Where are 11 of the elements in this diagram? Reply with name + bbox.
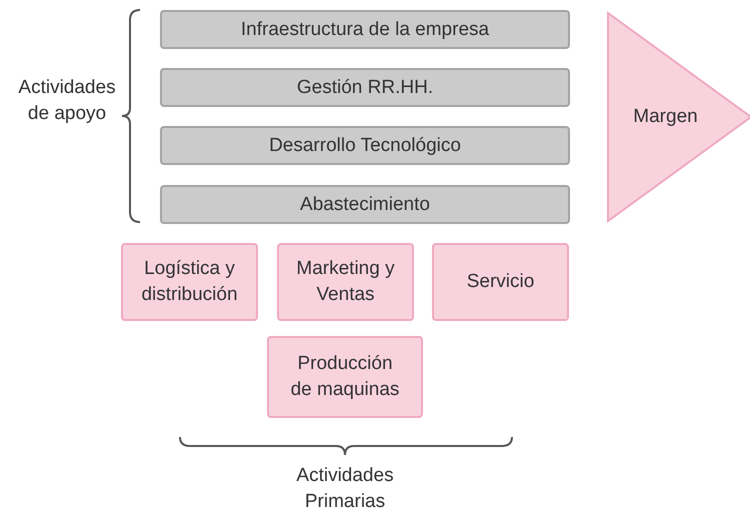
- primary-activity-box: Marketing y Ventas: [277, 243, 414, 321]
- support-activity-bar: Abastecimiento: [160, 185, 570, 224]
- support-activity-bar: Gestión RR.HH.: [160, 68, 570, 107]
- primary-activities-label: Actividades Primarias: [295, 464, 395, 513]
- support-activity-bar: Infraestructura de la empresa: [160, 10, 570, 49]
- support-activity-bar: Desarrollo Tecnológico: [160, 126, 570, 165]
- support-activities-label: Actividades de apoyo: [17, 76, 117, 126]
- primary-activity-box: Servicio: [432, 243, 569, 321]
- primary-activity-box: Producción de maquinas: [267, 336, 423, 418]
- primary-activity-box: Logística y distribución: [121, 243, 258, 321]
- margin-label: Margen: [633, 105, 698, 129]
